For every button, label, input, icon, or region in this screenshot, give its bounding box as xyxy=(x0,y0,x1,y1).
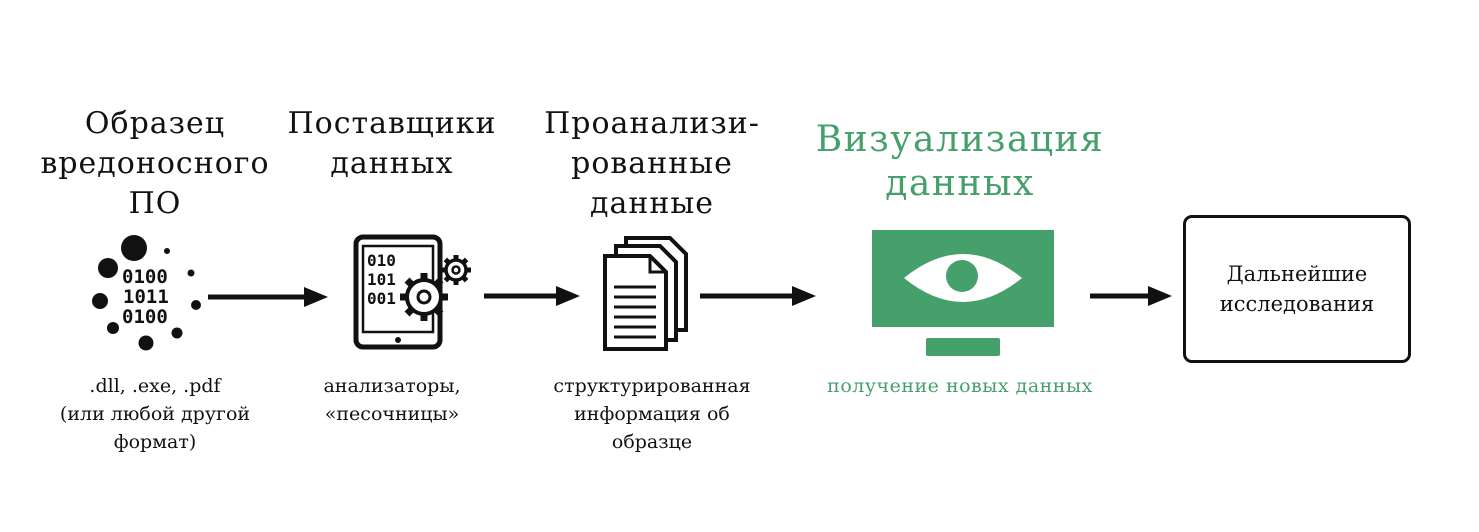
binary-dots-icon: 0100 1011 0100 xyxy=(92,235,201,351)
arrow-4 xyxy=(1090,286,1172,306)
stage-4-caption: получение новых данных xyxy=(827,375,1093,397)
binary-line-3: 0100 xyxy=(122,306,168,328)
stage-5-title: Дальнейшие исследования xyxy=(1219,262,1375,316)
further-research-box: Дальнейшие исследования xyxy=(1183,215,1411,363)
tablet-binary-3: 001 xyxy=(367,289,396,308)
arrow-1 xyxy=(208,287,328,307)
binary-line-1: 0100 xyxy=(122,266,168,288)
stage-2-caption: анализаторы, «песочницы» xyxy=(323,375,461,425)
arrow-3 xyxy=(700,286,816,306)
stage-3-caption: структурированная информация об образце xyxy=(553,375,751,453)
stage-1-title: Образец вредоносного ПО xyxy=(40,106,270,221)
documents-icon xyxy=(603,236,688,351)
stage-3-title: Проанализи- рованные данные xyxy=(544,106,760,221)
tablet-gears-icon: 010 101 001 xyxy=(353,234,471,350)
binary-line-2: 1011 xyxy=(123,286,169,308)
stage-4-title: Визуализация данных xyxy=(815,119,1105,204)
tablet-binary-2: 101 xyxy=(367,270,396,289)
monitor-eye-icon xyxy=(872,230,1054,356)
arrow-2 xyxy=(484,286,580,306)
tablet-binary-1: 010 xyxy=(367,251,396,270)
stage-1-caption: .dll, .exe, .pdf (или любой другой форма… xyxy=(59,375,251,453)
stage-2-title: Поставщики данных xyxy=(287,106,497,181)
